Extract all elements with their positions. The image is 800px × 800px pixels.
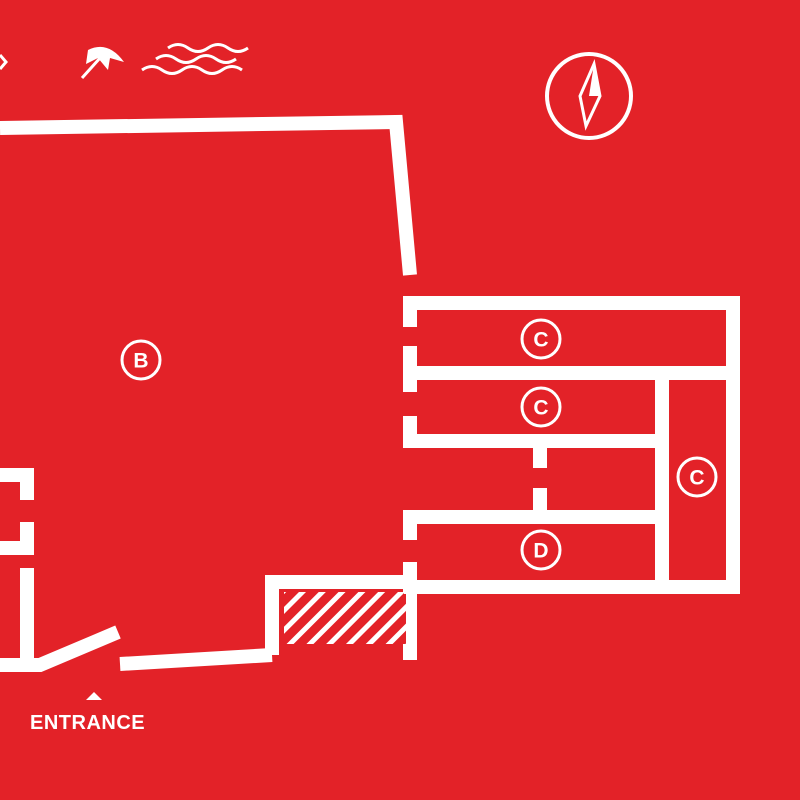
room-label-b: B [120, 339, 162, 381]
beach-umbrella-icon [80, 46, 124, 80]
room-label-c-upper: C [520, 318, 562, 360]
svg-text:C: C [689, 467, 704, 490]
svg-text:B: B [133, 350, 148, 373]
room-label-c-middle: C [520, 386, 562, 428]
room-b-walls [0, 114, 417, 671]
svg-text:D: D [533, 540, 548, 563]
svg-text:C: C [533, 397, 548, 420]
entrance-label: ENTRANCE [30, 712, 146, 734]
compass-icon [545, 52, 633, 140]
waves-icon [141, 43, 249, 75]
svg-text:C: C [533, 329, 548, 352]
east-wing-walls [404, 296, 740, 594]
room-label-d: D [520, 529, 562, 571]
room-label-c-right: C [676, 456, 718, 498]
entrance-arrow-icon [86, 692, 102, 700]
hatched-area [284, 592, 406, 644]
partial-icon [0, 54, 8, 70]
left-rooms-walls [0, 468, 121, 672]
